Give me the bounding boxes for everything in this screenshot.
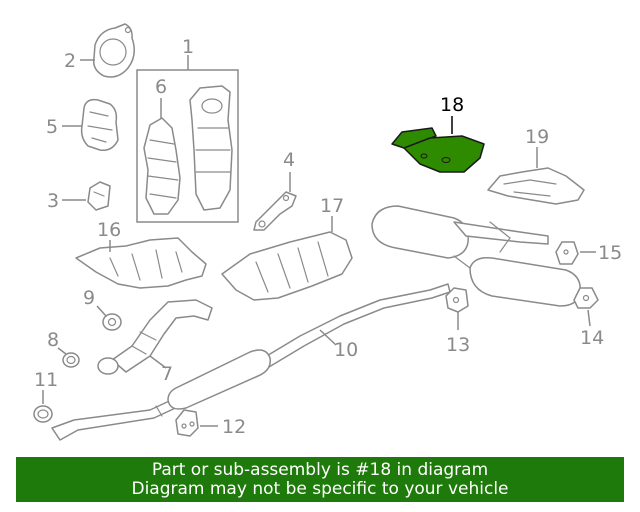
exhaust-parts-diagram: 1 2 3 4 5 6 7 8 9 10 11 12 13 14 15 16 1… <box>33 23 622 441</box>
part-1-catalytic-converter[interactable] <box>189 85 233 211</box>
callout-10: 10 <box>334 339 358 361</box>
callout-15: 15 <box>598 242 622 264</box>
part-19-heat-shield[interactable] <box>487 167 585 205</box>
muffler-assembly[interactable] <box>371 205 581 307</box>
callout-11: 11 <box>34 369 58 391</box>
part-15-hanger[interactable] <box>555 241 579 265</box>
part-14-hanger[interactable] <box>573 287 599 309</box>
part-6-heat-shield[interactable] <box>143 117 181 215</box>
callout-1: 1 <box>182 36 194 58</box>
callout-6: 6 <box>155 76 167 98</box>
part-4-bracket[interactable] <box>253 191 297 231</box>
callout-9: 9 <box>83 287 95 309</box>
callout-19: 19 <box>525 126 549 148</box>
part-11-gasket[interactable] <box>33 405 53 423</box>
callout-17: 17 <box>320 195 344 217</box>
info-banner: Part or sub-assembly is #18 in diagram D… <box>16 457 624 502</box>
leader-lines <box>42 55 596 427</box>
part-5-bracket[interactable] <box>80 98 119 152</box>
banner-line-1: Part or sub-assembly is #18 in diagram <box>151 460 489 480</box>
part-13-hanger[interactable] <box>445 287 469 313</box>
callout-18: 18 <box>440 94 464 116</box>
part-2-gasket[interactable] <box>92 23 135 78</box>
callout-8: 8 <box>47 329 59 351</box>
part-16-heat-shield[interactable] <box>75 237 207 289</box>
callout-4: 4 <box>283 149 295 171</box>
callout-7: 7 <box>161 363 173 385</box>
callout-5: 5 <box>46 116 58 138</box>
banner-line-2: Diagram may not be specific to your vehi… <box>131 479 509 499</box>
part-7-front-pipe[interactable] <box>97 299 213 375</box>
callout-3: 3 <box>47 190 59 212</box>
part-8-gasket[interactable] <box>62 352 80 368</box>
callout-2: 2 <box>64 50 76 72</box>
callout-13: 13 <box>446 334 470 356</box>
callout-labels: 1 2 3 4 5 6 7 8 9 10 11 12 13 14 15 16 1… <box>34 36 622 438</box>
part-12-hanger[interactable] <box>175 409 199 437</box>
part-3-clip[interactable] <box>87 181 111 211</box>
callout-14: 14 <box>580 327 604 349</box>
part-17-heat-shield[interactable] <box>221 231 353 301</box>
callout-12: 12 <box>222 416 246 438</box>
part-9-nut[interactable] <box>102 313 122 331</box>
part-18-heat-shield[interactable] <box>391 127 485 173</box>
callout-16: 16 <box>97 219 121 241</box>
